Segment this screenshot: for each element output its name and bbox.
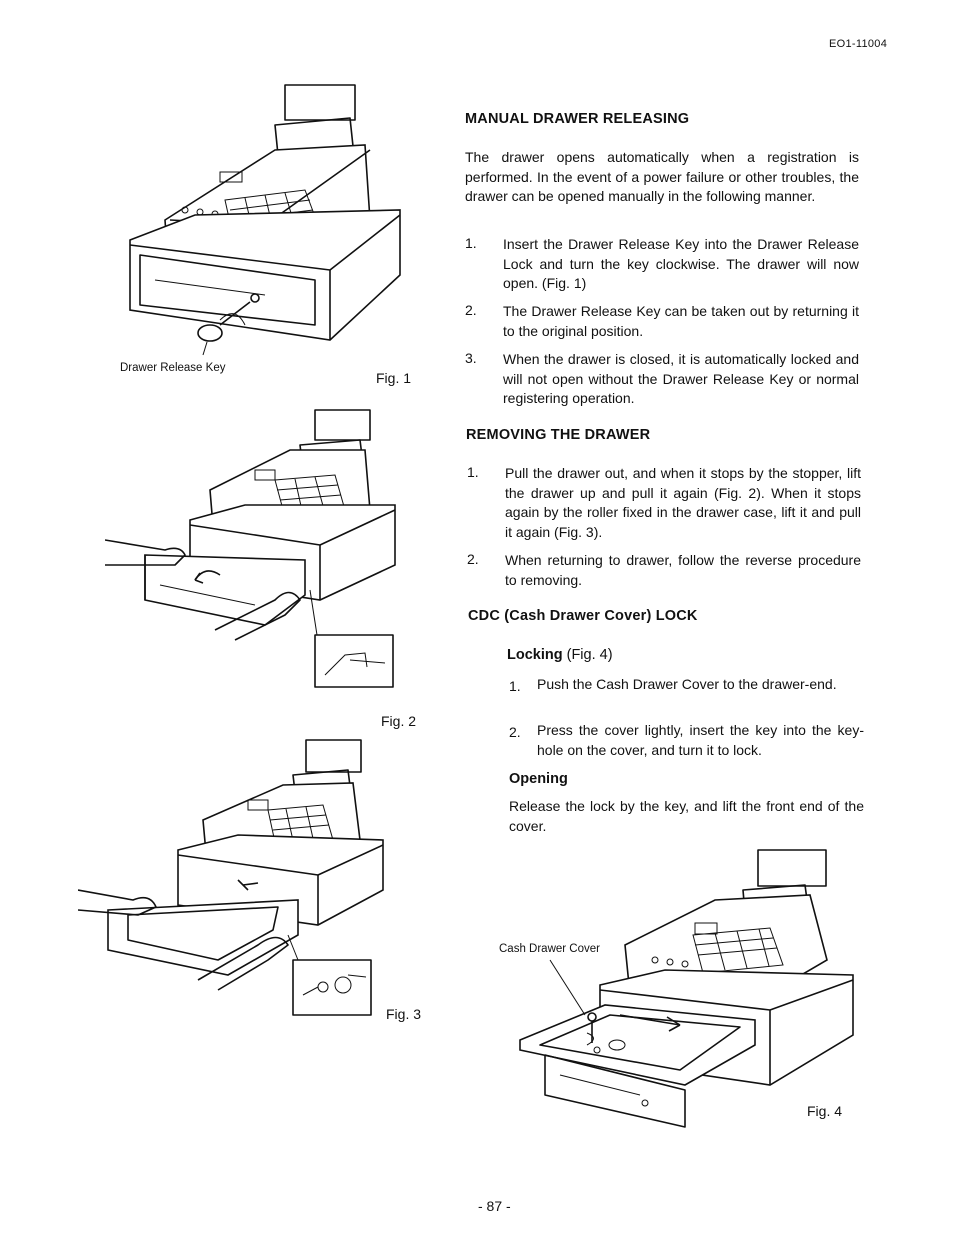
locking-step-number: 2. [509, 724, 521, 740]
locking-step-text: Push the Cash Drawer Cover to the drawer… [537, 676, 837, 692]
opening-title: Opening [509, 771, 568, 787]
cash-drawer-cover-label: Cash Drawer Cover [499, 943, 600, 955]
fig3-drawer-remove-illustration [78, 739, 384, 1016]
manual-step-number: 2. [465, 302, 477, 318]
locking-heading: Locking (Fig. 4) [507, 647, 613, 663]
section-title-manual-drawer-releasing: MANUAL DRAWER RELEASING [465, 111, 690, 127]
section-title-cdc-lock: CDC (Cash Drawer Cover) LOCK [468, 608, 698, 624]
manual-step-text: When the drawer is closed, it is automat… [503, 351, 859, 406]
manual-step-text: The Drawer Release Key can be taken out … [503, 303, 859, 339]
locking-step-text: Press the cover lightly, insert the key … [537, 722, 864, 758]
removing-step-text: Pull the drawer out, and when it stops b… [505, 465, 861, 540]
fig1-register-illustration [129, 84, 401, 356]
manual-intro-paragraph: The drawer opens automatically when a re… [465, 149, 859, 204]
locking-step-number: 1. [509, 678, 521, 694]
removing-step-number: 2. [467, 551, 479, 567]
fig2-drawer-pull-illustration [105, 409, 396, 688]
section-title-removing-the-drawer: REMOVING THE DRAWER [466, 427, 651, 443]
manual-step-number: 3. [465, 350, 477, 366]
fig2-caption: Fig. 2 [381, 713, 417, 729]
fig4-cash-drawer-cover-illustration [519, 849, 854, 1128]
locking-fig-ref: (Fig. 4) [566, 647, 613, 663]
manual-step-number: 1. [465, 235, 477, 251]
removing-step-text: When returning to drawer, follow the rev… [505, 552, 861, 588]
locking-title: Locking [507, 647, 563, 663]
fig3-caption: Fig. 3 [386, 1006, 422, 1022]
opening-text: Release the lock by the key, and lift th… [509, 798, 864, 834]
document-id: EO1-11004 [829, 38, 888, 50]
manual-step-text: Insert the Drawer Release Key into the D… [503, 236, 859, 291]
drawer-release-key-label: Drawer Release Key [120, 362, 226, 374]
removing-step-number: 1. [467, 464, 479, 480]
fig1-caption: Fig. 1 [376, 370, 412, 386]
page-number: - 87 - [478, 1198, 511, 1214]
fig4-caption: Fig. 4 [807, 1103, 843, 1119]
